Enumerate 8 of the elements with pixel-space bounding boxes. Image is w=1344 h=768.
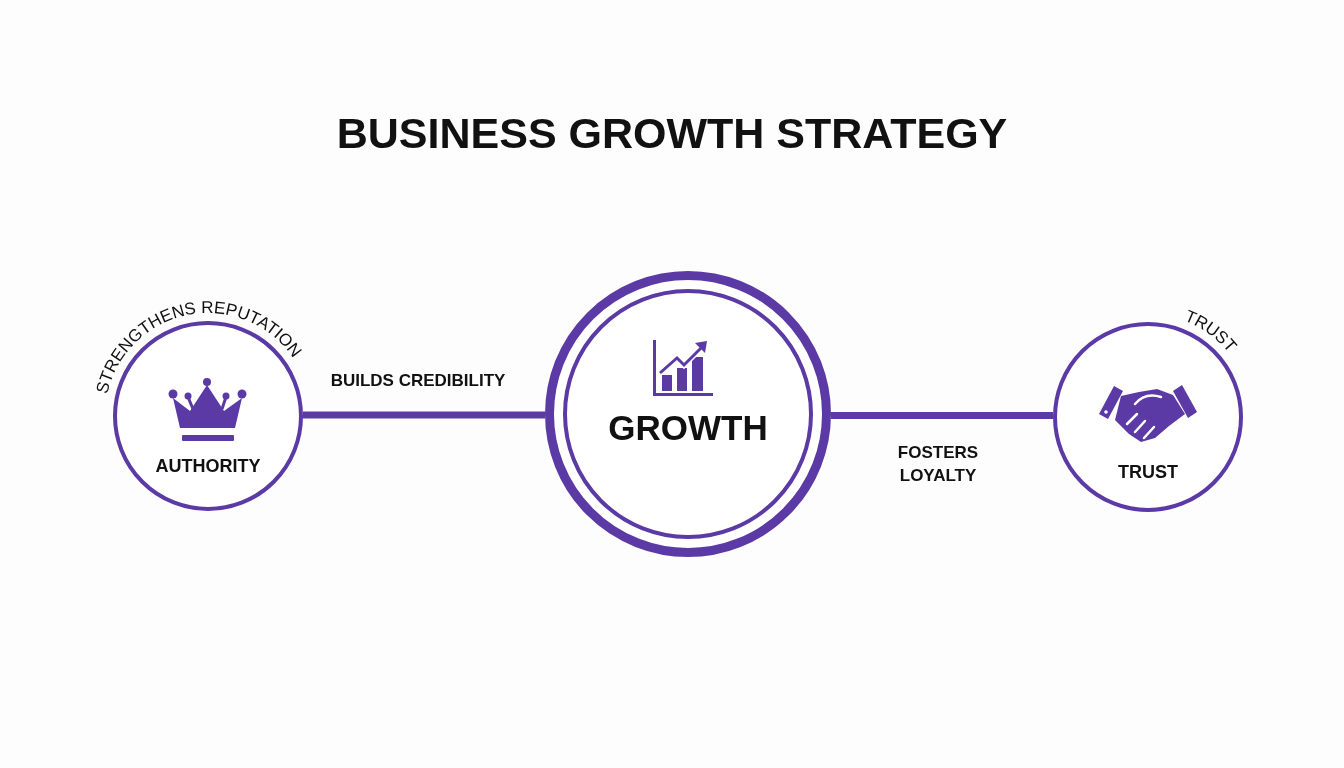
node-label: GROWTH [608,407,768,449]
node-label: TRUST [1118,461,1178,483]
connector-line [303,411,545,419]
node-label: AUTHORITY [155,455,261,477]
diagram-title: BUSINESS GROWTH STRATEGY [336,108,1008,158]
edge-label: FOSTERS LOYALTY [897,442,979,487]
edge-label: BUILDS CREDIBILITY [330,369,506,392]
connector-line [831,412,1053,419]
